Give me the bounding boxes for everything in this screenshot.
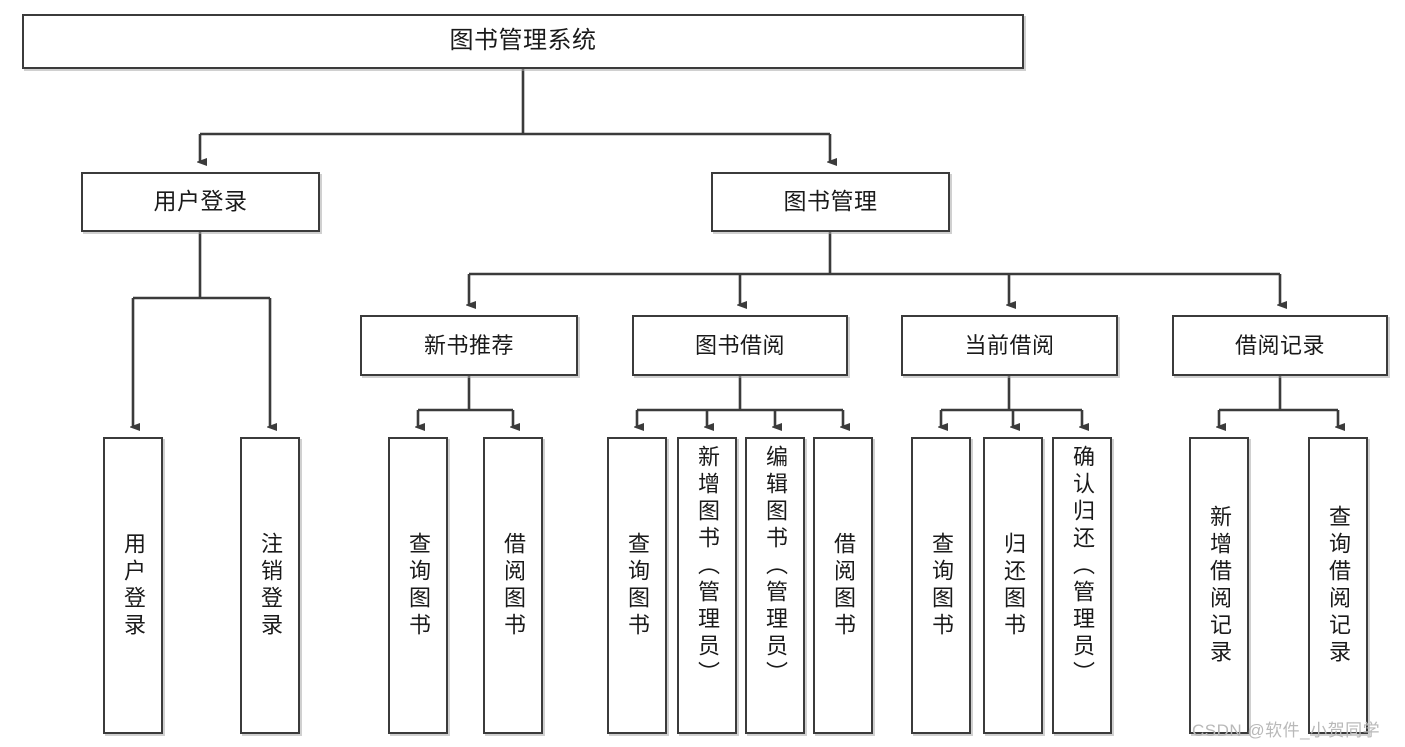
csdn-watermark: CSDN @软件_小贺同学	[1192, 721, 1381, 740]
node-leaf-query-borrow-record[interactable]: 查询借阅记录	[1308, 437, 1368, 734]
node-leaf-query-book-borrowing[interactable]: 查询图书	[607, 437, 667, 734]
node-book-management[interactable]: 图书管理	[711, 172, 950, 232]
node-label: 查询借阅记录	[1326, 504, 1351, 667]
node-leaf-query-book-current[interactable]: 查询图书	[911, 437, 971, 734]
node-label: 归还图书	[1001, 531, 1026, 640]
node-label: 借阅记录	[1234, 332, 1325, 358]
node-label: 查询图书	[929, 531, 954, 640]
node-label: 新增借阅记录	[1207, 504, 1232, 667]
node-root-system-title[interactable]: 图书管理系统	[22, 14, 1024, 69]
node-label: 用户登录	[121, 531, 146, 640]
node-leaf-add-borrow-record[interactable]: 新增借阅记录	[1189, 437, 1249, 734]
node-label: 当前借阅	[964, 332, 1055, 358]
node-leaf-confirm-return-admin[interactable]: 确认归还（管理员）	[1052, 437, 1112, 734]
node-leaf-user-login[interactable]: 用户登录	[103, 437, 163, 734]
node-label: 新增图书（管理员）	[695, 445, 720, 688]
node-label: 查询图书	[406, 531, 431, 640]
node-leaf-add-book-admin[interactable]: 新增图书（管理员）	[677, 437, 737, 734]
node-label: 借阅图书	[501, 531, 526, 640]
node-label: 查询图书	[625, 531, 650, 640]
node-leaf-edit-book-admin[interactable]: 编辑图书（管理员）	[745, 437, 805, 734]
node-label: 图书借阅	[694, 332, 785, 358]
node-label: 图书管理系统	[449, 27, 597, 55]
node-label: 图书管理	[783, 188, 878, 215]
node-user-login[interactable]: 用户登录	[81, 172, 320, 232]
node-borrow-records[interactable]: 借阅记录	[1172, 315, 1388, 376]
node-leaf-borrow-book[interactable]: 借阅图书	[813, 437, 873, 734]
node-label: 编辑图书（管理员）	[763, 445, 788, 688]
node-label: 注销登录	[258, 531, 283, 640]
node-label: 借阅图书	[831, 531, 856, 640]
node-leaf-logout[interactable]: 注销登录	[240, 437, 300, 734]
node-label: 新书推荐	[423, 332, 514, 358]
node-current-borrowing[interactable]: 当前借阅	[901, 315, 1118, 376]
node-leaf-query-book-recommendation[interactable]: 查询图书	[388, 437, 448, 734]
node-new-book-recommendation[interactable]: 新书推荐	[360, 315, 578, 376]
node-leaf-borrow-book-recommendation[interactable]: 借阅图书	[483, 437, 543, 734]
node-book-borrowing[interactable]: 图书借阅	[632, 315, 848, 376]
node-label: 用户登录	[153, 188, 248, 215]
node-leaf-return-book[interactable]: 归还图书	[983, 437, 1043, 734]
node-label: 确认归还（管理员）	[1070, 445, 1095, 688]
